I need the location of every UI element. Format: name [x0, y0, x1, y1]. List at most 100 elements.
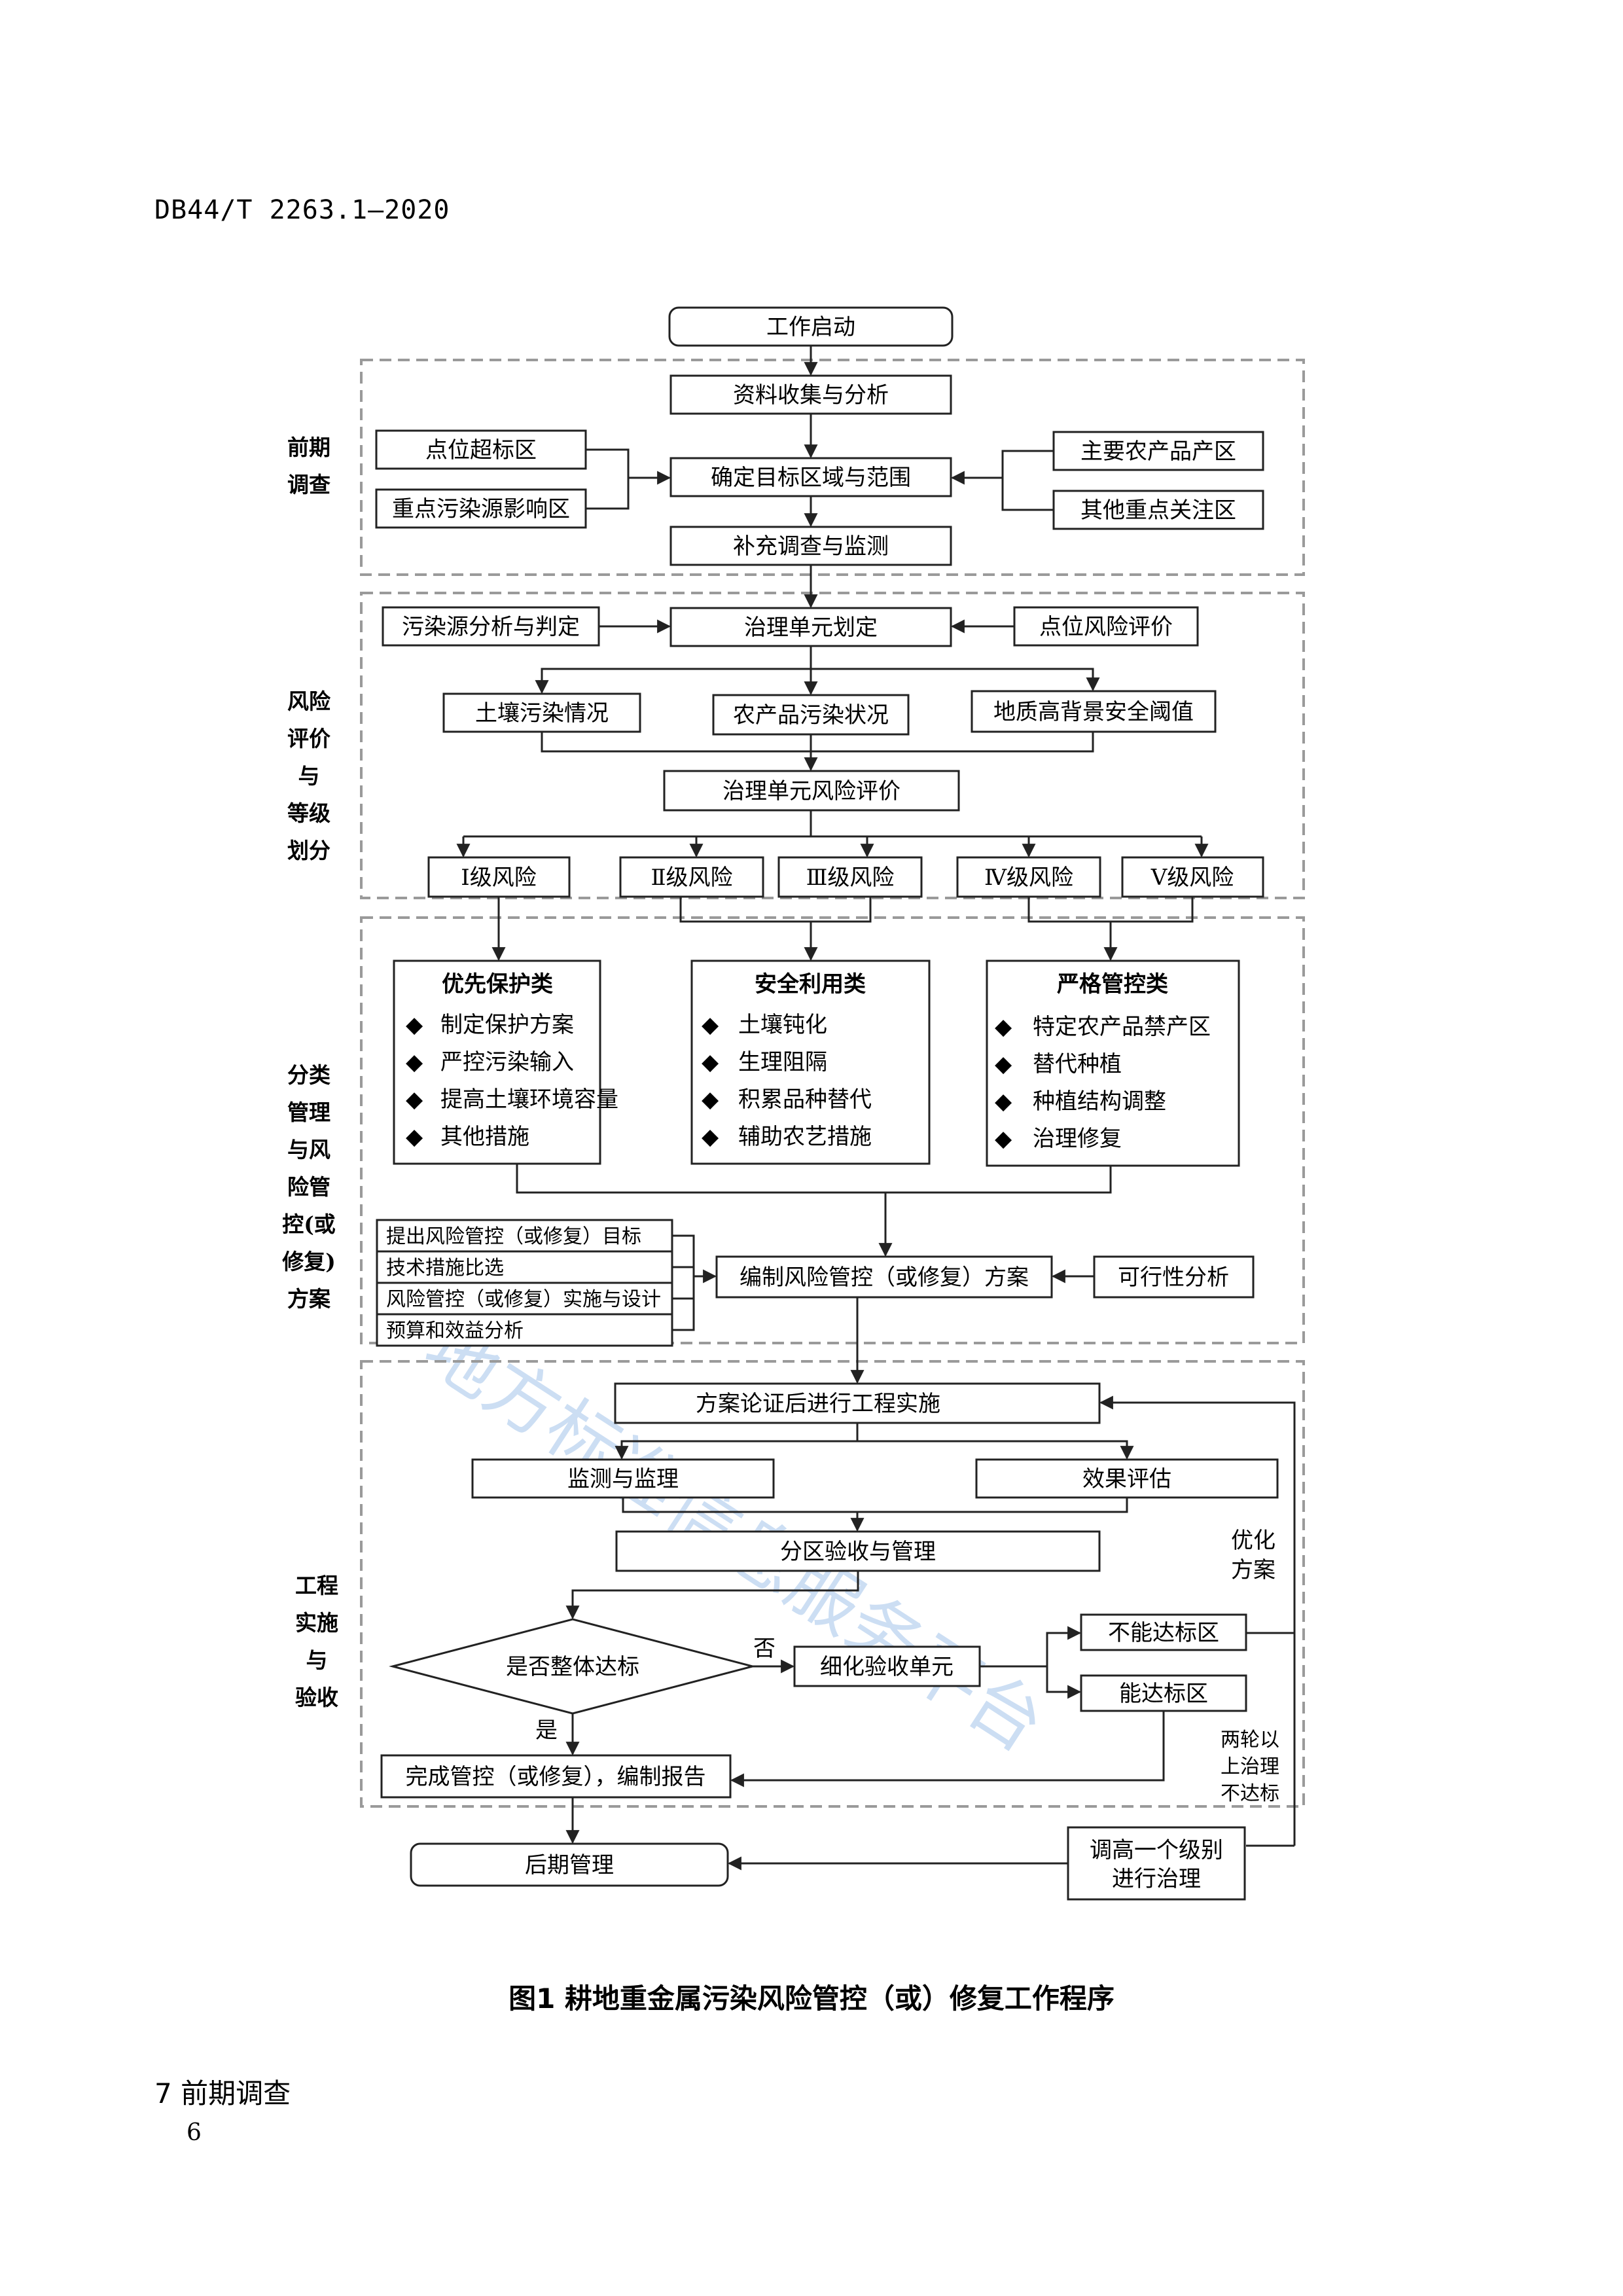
svg-text:调查: 调查 [287, 472, 330, 497]
svg-text:安全利用类: 安全利用类 [755, 971, 866, 997]
svg-text:不达标: 不达标 [1221, 1782, 1279, 1805]
svg-text:积累品种替代: 积累品种替代 [738, 1086, 872, 1113]
node-supplement: 补充调查与监测 [669, 526, 952, 566]
arrow-refine-notreach [980, 1626, 1082, 1668]
svg-text:◆: ◆ [995, 1051, 1012, 1077]
node-decision: 是否整体达标 [389, 1618, 757, 1715]
stage-label-engineering: 工程 实施 与 验收 [295, 1573, 338, 1710]
svg-text:土壤钝化: 土壤钝化 [738, 1012, 827, 1038]
stage-label-risk: 风险 评价 与 等级 划分 [287, 689, 331, 863]
node-strict-category: 严格管控类 ◆ 特定农产品禁产区 ◆ 替代种植 ◆ 种植结构调整 ◆ 治理修复 [986, 960, 1240, 1167]
svg-text:修复): 修复) [281, 1249, 336, 1274]
svg-text:工程: 工程 [295, 1573, 338, 1598]
svg-text:编制风险管控（或修复）方案: 编制风险管控（或修复）方案 [740, 1265, 1029, 1291]
node-priority-category: 优先保护类 ◆ 制定保护方案 ◆ 严控污染输入 ◆ 提高土壤环境容量 ◆ 其他措… [393, 960, 618, 1165]
node-risk-level-3: Ⅲ级风险 [777, 856, 923, 898]
stage-classify-container [360, 916, 1305, 1344]
svg-text:治理修复: 治理修复 [1033, 1126, 1122, 1152]
node-safe-use-category: 安全利用类 ◆ 土壤钝化 ◆ 生理阻隔 ◆ 积累品种替代 ◆ 辅助农艺措施 [690, 960, 931, 1165]
svg-text:预算和效益分析: 预算和效益分析 [386, 1319, 524, 1342]
node-collect: 资料收集与分析 [669, 374, 952, 415]
bullet: ◆ [406, 1012, 423, 1038]
svg-text:风险管控（或修复）实施与设计: 风险管控（或修复）实施与设计 [386, 1288, 661, 1311]
arrow-implement-effect [857, 1440, 1134, 1460]
svg-text:替代种植: 替代种植 [1033, 1051, 1122, 1077]
stage-label-prelim: 前期 调查 [287, 435, 330, 497]
node-raise-level: 调高一个级别 进行治理 [1067, 1826, 1246, 1901]
svg-text:资料收集与分析: 资料收集与分析 [733, 382, 889, 408]
svg-text:是否整体达标: 是否整体达标 [506, 1654, 639, 1680]
bracket-plan-items [672, 1234, 695, 1331]
svg-text:方案: 方案 [287, 1286, 331, 1312]
svg-text:细化验收单元: 细化验收单元 [820, 1654, 954, 1680]
arrow-optimize-loop [1099, 1395, 1296, 1634]
svg-text:分区验收与管理: 分区验收与管理 [780, 1539, 936, 1565]
svg-text:能达标区: 能达标区 [1119, 1681, 1208, 1707]
svg-text:提出风险管控（或修复）目标: 提出风险管控（或修复）目标 [386, 1225, 641, 1248]
svg-text:◆: ◆ [995, 1126, 1012, 1152]
stage-engineering-container [360, 1360, 1305, 1808]
svg-text:验收: 验收 [295, 1685, 338, 1710]
svg-text:◆: ◆ [702, 1049, 719, 1075]
svg-text:制定保护方案: 制定保护方案 [440, 1012, 574, 1038]
label-two-rounds: 两轮以 上治理 不达标 [1221, 1729, 1279, 1805]
svg-text:实施: 实施 [295, 1610, 338, 1636]
svg-text:划分: 划分 [287, 838, 330, 863]
node-risk-level-1: Ⅰ级风险 [427, 856, 571, 898]
merge-line-evaluation [541, 732, 1094, 753]
svg-text:严控污染输入: 严控污染输入 [440, 1049, 574, 1075]
node-not-reach: 不能达标区 [1080, 1613, 1247, 1651]
svg-text:◆: ◆ [702, 1086, 719, 1113]
svg-text:辅助农艺措施: 辅助农艺措施 [738, 1124, 872, 1150]
node-point-risk: 点位风险评价 [1013, 606, 1199, 647]
svg-text:管理: 管理 [287, 1100, 330, 1125]
svg-text:后期管理: 后期管理 [525, 1852, 614, 1878]
node-feasibility: 可行性分析 [1093, 1255, 1255, 1299]
svg-text:确定目标区域与范围: 确定目标区域与范围 [711, 465, 911, 491]
svg-text:评价: 评价 [287, 726, 330, 751]
label-no: 否 [753, 1636, 776, 1662]
svg-text:优化: 优化 [1231, 1528, 1275, 1554]
svg-text:完成管控（或修复），编制报告: 完成管控（或修复），编制报告 [406, 1764, 706, 1790]
svg-text:治理单元划定: 治理单元划定 [744, 615, 878, 641]
svg-text:特定农产品禁产区: 特定农产品禁产区 [1033, 1014, 1211, 1040]
node-start: 工作启动 [668, 306, 954, 347]
svg-text:其他措施: 其他措施 [440, 1124, 529, 1150]
svg-text:可行性分析: 可行性分析 [1118, 1265, 1229, 1291]
node-refine-unit: 细化验收单元 [793, 1645, 981, 1687]
node-monitor: 监测与监理 [471, 1458, 775, 1499]
svg-text:◆: ◆ [702, 1012, 719, 1038]
svg-text:Ⅴ级风险: Ⅴ级风险 [1150, 865, 1234, 891]
node-soil-status: 土壤污染情况 [442, 692, 641, 733]
svg-text:土壤污染情况: 土壤污染情况 [475, 700, 609, 726]
svg-text:方案论证后进行工程实施: 方案论证后进行工程实施 [696, 1391, 940, 1417]
merge-categories [516, 1164, 1112, 1194]
svg-text:农产品污染状况: 农产品污染状况 [733, 702, 889, 728]
svg-text:Ⅰ级风险: Ⅰ级风险 [461, 865, 536, 891]
svg-text:监测与监理: 监测与监理 [567, 1466, 679, 1492]
arrow-unit-soil [535, 646, 812, 694]
bracket-left [586, 448, 630, 510]
svg-text:◆: ◆ [406, 1124, 423, 1150]
svg-text:两轮以: 两轮以 [1221, 1729, 1279, 1751]
arrow-zone-decision [565, 1571, 859, 1620]
merge-level2-3 [679, 897, 872, 923]
node-unit-division: 治理单元划定 [669, 607, 952, 647]
svg-text:点位超标区: 点位超标区 [425, 437, 537, 463]
svg-text:◆: ◆ [406, 1086, 423, 1113]
node-zone-accept: 分区验收与管理 [615, 1530, 1101, 1572]
node-other-focus: 其他重点关注区 [1052, 490, 1264, 530]
svg-text:上治理: 上治理 [1221, 1755, 1279, 1778]
svg-text:主要农产品产区: 主要农产品产区 [1080, 439, 1236, 465]
stage-label-classify: 分类 管理 与风 险管 控(或 修复) 方案 [281, 1062, 336, 1312]
node-post-mgmt: 后期管理 [410, 1842, 729, 1887]
node-pollution-source-zone: 重点污染源影响区 [375, 488, 587, 529]
node-determine-area: 确定目标区域与范围 [669, 457, 952, 497]
node-risk-level-5: Ⅴ级风险 [1121, 856, 1264, 898]
svg-text:◆: ◆ [995, 1088, 1012, 1115]
merge-monitor-effect [622, 1498, 1128, 1513]
label-yes: 是 [535, 1717, 558, 1744]
svg-text:险管: 险管 [287, 1174, 330, 1200]
svg-text:与风: 与风 [287, 1137, 330, 1162]
